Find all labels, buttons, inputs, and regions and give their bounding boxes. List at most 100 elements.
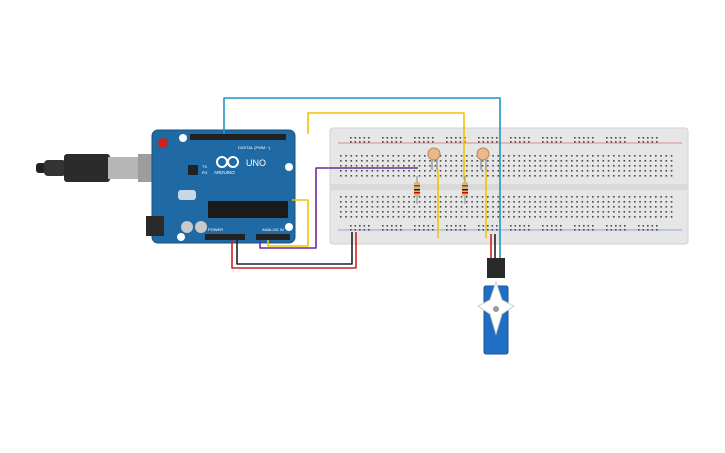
breadboard-hole[interactable] [655, 165, 657, 167]
breadboard-hole[interactable] [392, 170, 395, 172]
breadboard-hole[interactable] [602, 211, 605, 213]
breadboard-hole[interactable] [466, 155, 468, 157]
breadboard-hole[interactable] [439, 160, 442, 162]
breadboard-hole[interactable] [471, 211, 473, 213]
breadboard-hole[interactable] [366, 201, 368, 203]
breadboard-hole[interactable] [581, 160, 584, 162]
breadboard-hole[interactable] [586, 155, 589, 157]
breadboard-hole[interactable] [340, 155, 342, 157]
breadboard-hole[interactable] [550, 216, 552, 218]
breadboard-hole[interactable] [361, 175, 363, 177]
breadboard-hole[interactable] [544, 170, 547, 172]
breadboard-hole[interactable] [651, 225, 654, 227]
breadboard-hole[interactable] [434, 196, 437, 198]
breadboard-hole[interactable] [424, 216, 426, 218]
breadboard-hole[interactable] [445, 170, 447, 172]
breadboard-hole[interactable] [450, 229, 453, 231]
breadboard-hole[interactable] [586, 160, 589, 162]
breadboard-hole[interactable] [523, 155, 526, 157]
breadboard-hole[interactable] [439, 196, 442, 198]
photoresistor-2[interactable] [476, 147, 490, 170]
breadboard-hole[interactable] [523, 201, 526, 203]
breadboard-hole[interactable] [544, 155, 547, 157]
breadboard-hole[interactable] [466, 201, 468, 203]
breadboard-hole[interactable] [583, 137, 585, 139]
breadboard-hole[interactable] [455, 141, 457, 143]
breadboard-hole[interactable] [382, 211, 384, 213]
breadboard-hole[interactable] [429, 216, 431, 218]
breadboard-hole[interactable] [613, 170, 615, 172]
breadboard-hole[interactable] [613, 175, 615, 177]
breadboard-hole[interactable] [655, 216, 657, 218]
breadboard-hole[interactable] [613, 196, 615, 198]
breadboard-hole[interactable] [581, 155, 584, 157]
breadboard-hole[interactable] [583, 225, 585, 227]
breadboard-hole[interactable] [460, 165, 463, 167]
breadboard-hole[interactable] [606, 141, 608, 143]
breadboard-hole[interactable] [628, 175, 631, 177]
breadboard-hole[interactable] [519, 137, 521, 139]
breadboard-hole[interactable] [450, 211, 452, 213]
breadboard-hole[interactable] [581, 216, 584, 218]
breadboard-hole[interactable] [345, 211, 347, 213]
breadboard-hole[interactable] [350, 141, 352, 143]
breadboard-hole[interactable] [518, 196, 521, 198]
breadboard-hole[interactable] [345, 165, 347, 167]
breadboard-hole[interactable] [403, 196, 405, 198]
breadboard-hole[interactable] [623, 155, 626, 157]
breadboard-hole[interactable] [571, 175, 573, 177]
breadboard-hole[interactable] [510, 229, 512, 231]
breadboard-hole[interactable] [518, 206, 521, 208]
breadboard-hole[interactable] [424, 196, 426, 198]
breadboard-hole[interactable] [445, 155, 447, 157]
breadboard-hole[interactable] [392, 175, 395, 177]
breadboard-hole[interactable] [366, 175, 368, 177]
breadboard-hole[interactable] [459, 137, 462, 139]
breadboard-hole[interactable] [413, 211, 416, 213]
breadboard-hole[interactable] [361, 216, 363, 218]
breadboard-hole[interactable] [340, 196, 342, 198]
breadboard-hole[interactable] [534, 196, 536, 198]
breadboard-hole[interactable] [363, 137, 366, 139]
breadboard-hole[interactable] [615, 225, 617, 227]
breadboard-hole[interactable] [492, 170, 494, 172]
breadboard-hole[interactable] [644, 196, 647, 198]
breadboard-hole[interactable] [400, 225, 402, 227]
breadboard-hole[interactable] [655, 155, 657, 157]
breadboard-hole[interactable] [615, 137, 617, 139]
breadboard-hole[interactable] [418, 141, 421, 143]
breadboard-hole[interactable] [587, 229, 590, 231]
breadboard-hole[interactable] [513, 170, 515, 172]
breadboard-hole[interactable] [523, 206, 526, 208]
breadboard-hole[interactable] [408, 170, 410, 172]
breadboard-hole[interactable] [466, 160, 468, 162]
breadboard-hole[interactable] [376, 211, 379, 213]
breadboard-hole[interactable] [665, 201, 668, 203]
breadboard-hole[interactable] [471, 175, 473, 177]
breadboard-hole[interactable] [602, 206, 605, 208]
breadboard-hole[interactable] [502, 155, 505, 157]
resistor-2[interactable] [462, 176, 468, 204]
breadboard-hole[interactable] [513, 201, 515, 203]
breadboard-hole[interactable] [439, 216, 442, 218]
breadboard-hole[interactable] [587, 137, 590, 139]
breadboard-hole[interactable] [455, 216, 458, 218]
breadboard-hole[interactable] [587, 141, 590, 143]
breadboard-hole[interactable] [578, 225, 581, 227]
breadboard-hole[interactable] [466, 170, 468, 172]
wire-blue[interactable] [223, 97, 501, 258]
breadboard-hole[interactable] [513, 206, 515, 208]
breadboard-hole[interactable] [649, 170, 652, 172]
breadboard-hole[interactable] [408, 201, 410, 203]
breadboard-hole[interactable] [523, 216, 526, 218]
breadboard-hole[interactable] [606, 225, 608, 227]
breadboard-hole[interactable] [555, 211, 557, 213]
breadboard-hole[interactable] [476, 175, 479, 177]
breadboard-hole[interactable] [481, 211, 484, 213]
breadboard-hole[interactable] [592, 201, 594, 203]
breadboard-hole[interactable] [413, 155, 416, 157]
breadboard-hole[interactable] [581, 165, 584, 167]
breadboard-hole[interactable] [371, 160, 374, 162]
breadboard-hole[interactable] [656, 225, 658, 227]
breadboard-hole[interactable] [542, 141, 544, 143]
